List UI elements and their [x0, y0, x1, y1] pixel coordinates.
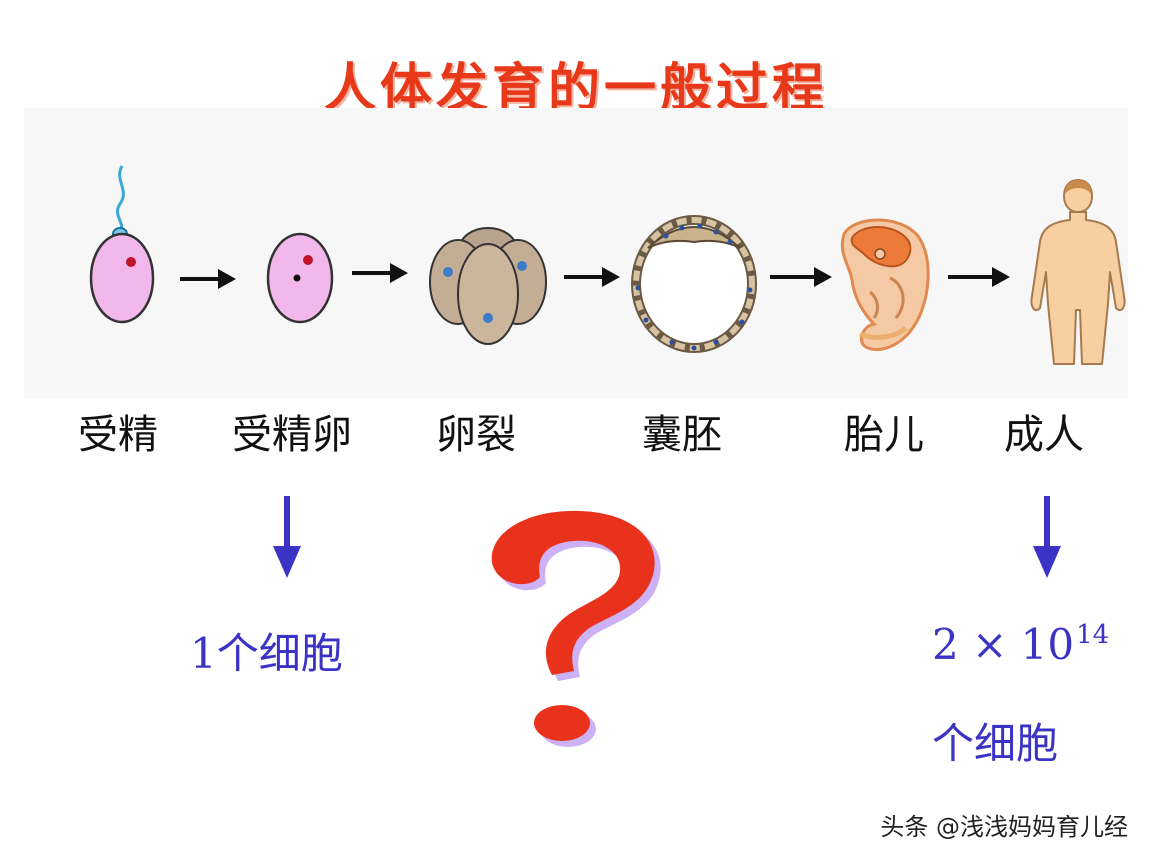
end-cell-count-base: 2 × 10: [932, 620, 1075, 669]
arrow-right-icon: [770, 267, 832, 287]
start-cell-count: 1个细胞: [190, 629, 343, 678]
end-cell-count-unit: 个细胞: [932, 719, 1059, 768]
blastocyst-icon: [631, 215, 757, 353]
arrow-right-icon: [948, 267, 1010, 287]
stage-label-fetus: 胎儿: [844, 412, 924, 458]
watermark: 头条 @浅浅妈妈育儿经: [880, 813, 1128, 841]
arrow-right-icon: [564, 267, 620, 287]
diagram-band: [24, 108, 1128, 398]
stage-label-blastocyst: 囊胚: [642, 412, 722, 458]
stage-label-fertilized-egg: 受精卵: [232, 412, 352, 458]
fertilized-egg-icon: [266, 232, 334, 324]
stage-label-cleavage: 卵裂: [436, 412, 516, 458]
stage-label-fertilization: 受精: [78, 412, 158, 458]
arrow-right-icon: [180, 269, 236, 289]
arrow-right-icon: [352, 263, 408, 283]
question-mark-icon: [491, 510, 661, 747]
end-cell-count: 2 × 1014: [932, 620, 1109, 669]
arrow-down-icon: [1033, 496, 1061, 578]
stage-label-adult: 成人: [1004, 412, 1084, 458]
fetus-icon: [840, 218, 930, 351]
cleavage-cells-icon: [429, 227, 547, 345]
sperm-egg-fertilization-icon: [89, 165, 155, 324]
adult-human-icon: [1030, 179, 1126, 365]
end-cell-count-exponent: 14: [1076, 620, 1110, 650]
arrow-down-icon: [273, 496, 301, 578]
